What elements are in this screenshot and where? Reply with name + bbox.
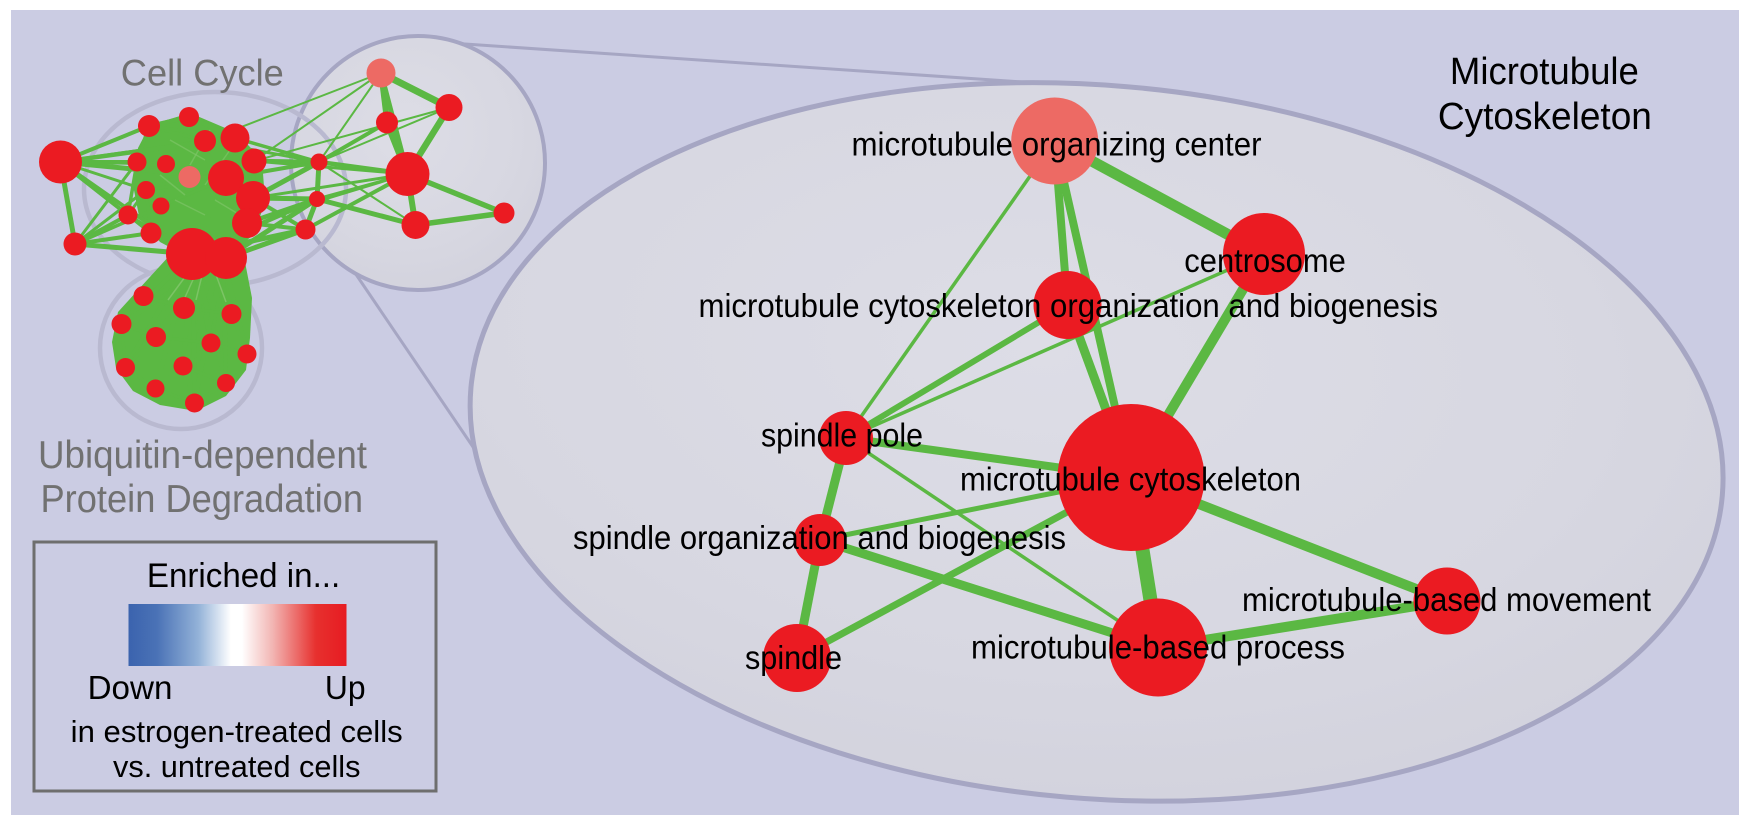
svg-text:Ubiquitin-dependent: Ubiquitin-dependent — [38, 434, 367, 477]
svg-text:spindle organization and bioge: spindle organization and biogenesis — [573, 519, 1066, 556]
svg-text:microtubule cytoskeleton organ: microtubule cytoskeleton organization an… — [699, 287, 1439, 324]
svg-text:Cell Cycle: Cell Cycle — [121, 53, 284, 94]
svg-text:Protein Degradation: Protein Degradation — [41, 478, 364, 521]
svg-text:spindle: spindle — [745, 639, 842, 676]
svg-text:centrosome: centrosome — [1184, 242, 1346, 279]
svg-text:Up: Up — [325, 669, 366, 706]
svg-text:Down: Down — [88, 669, 173, 706]
svg-text:microtubule organizing center: microtubule organizing center — [852, 126, 1262, 163]
svg-text:in estrogen-treated cells: in estrogen-treated cells — [71, 714, 403, 749]
svg-text:Cytoskeleton: Cytoskeleton — [1438, 96, 1652, 138]
svg-text:microtubule-based movement: microtubule-based movement — [1242, 581, 1651, 618]
svg-text:vs. untreated cells: vs. untreated cells — [113, 749, 361, 784]
svg-text:spindle pole: spindle pole — [761, 417, 923, 454]
svg-text:microtubule-based process: microtubule-based process — [971, 629, 1345, 666]
svg-text:Microtubule: Microtubule — [1450, 51, 1639, 93]
svg-text:Enriched in...: Enriched in... — [147, 557, 340, 595]
svg-text:microtubule cytoskeleton: microtubule cytoskeleton — [960, 461, 1301, 498]
